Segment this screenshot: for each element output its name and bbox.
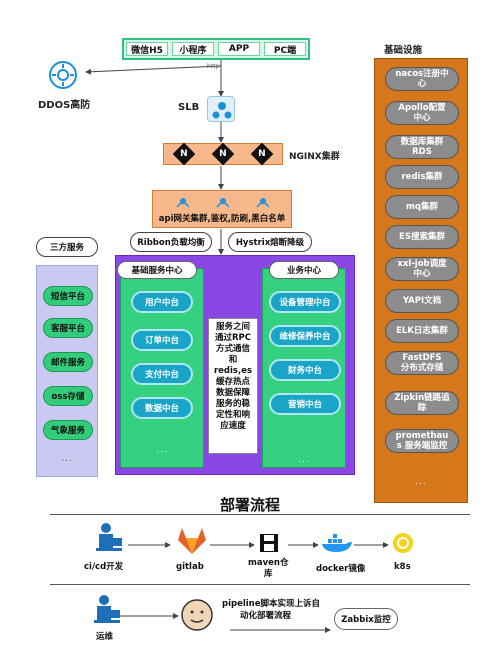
biz-center-title: 业务中心: [269, 261, 339, 279]
gitlab-label: gitlab: [176, 562, 204, 572]
infra-item: Zipkin链路追踪: [385, 391, 459, 415]
third-party-item: 邮件服务: [43, 352, 93, 372]
slb-label: SLB: [178, 102, 200, 113]
infra-item: redis集群: [385, 165, 459, 189]
jenkins-icon: [180, 598, 214, 632]
http-label: http: [207, 63, 220, 70]
k8s-icon: [392, 532, 414, 554]
nginx-cluster: N N N: [163, 142, 283, 166]
infra-item: ELK日志集群: [385, 319, 459, 343]
zabbix-label: Zabbix监控: [334, 608, 398, 630]
ops-person-icon: [92, 594, 122, 626]
third-party-more: ...: [61, 454, 73, 464]
biz-service-item: 维修保养中台: [269, 325, 341, 347]
biz-service-item: 设备管理中台: [269, 291, 341, 313]
maven-label: maven仓库: [248, 558, 289, 579]
infra-item: ES搜索集群: [385, 225, 459, 249]
infra-item: nacos注册中心: [385, 67, 459, 91]
base-service-item: 数据中台: [131, 397, 193, 419]
base-service-panel: 基础服务中心 用户中台 订单中台 支付中台 数据中台 ...: [117, 261, 204, 468]
infra-item: Apollo配置中心: [385, 101, 459, 125]
client-app: APP: [218, 42, 260, 56]
deploy-title: 部署流程: [219, 496, 280, 514]
base-center-more: ...: [156, 445, 168, 455]
ribbon-label: Ribbon负载均衡: [130, 232, 212, 252]
developer-icon: [94, 522, 124, 554]
api-gateway-cluster: api网关集群,鉴权,防刷,黑白名单: [152, 190, 292, 228]
third-party-item: 客服平台: [43, 318, 93, 338]
docker-icon: [320, 534, 354, 554]
nginx-label: NGINX集群: [289, 152, 340, 162]
infra-item: YAPI文档: [385, 289, 459, 313]
business-center-panel: 业务中心 设备管理中台 维修保养中台 财务中台 营销中台 ...: [262, 261, 346, 468]
gateway-node-icons: [176, 198, 270, 208]
base-service-item: 支付中台: [131, 363, 193, 385]
client-pc: PC端: [264, 42, 306, 56]
divider: [50, 514, 470, 515]
infra-more: ...: [415, 477, 427, 487]
base-service-item: 用户中台: [131, 291, 193, 313]
ops-label: 运维: [96, 632, 114, 642]
ddos-shield-icon: [46, 60, 80, 90]
maven-save-icon: [258, 532, 280, 554]
hystrix-label: Hystrix熔断降级: [228, 232, 312, 252]
biz-service-item: 营销中台: [269, 393, 341, 415]
divider: [50, 584, 470, 585]
nginx-icon: N: [211, 142, 235, 166]
biz-service-item: 财务中台: [269, 359, 341, 381]
nginx-icon: N: [172, 142, 195, 166]
third-party-item: 气象服务: [43, 420, 93, 440]
base-center-title: 基础服务中心: [117, 261, 197, 279]
gitlab-icon: [176, 526, 208, 556]
base-service-item: 订单中台: [131, 329, 193, 351]
third-party-panel: 短信平台 客服平台 邮件服务 oss存储 气象服务 ...: [36, 265, 98, 477]
third-party-item: oss存储: [43, 386, 93, 406]
nginx-icon: N: [250, 142, 274, 166]
client-bar: 微信H5 小程序 APP PC端: [122, 38, 310, 60]
cicd-label: ci/cd开发: [84, 562, 124, 572]
pipeline-label: pipeline脚本实现上诉自动化部署流程: [222, 599, 320, 621]
client-mini-program: 小程序: [172, 42, 214, 56]
slb-icon: [207, 96, 235, 122]
third-party-item: 短信平台: [43, 286, 93, 306]
infra-item: mq集群: [385, 195, 459, 219]
ddos-label: DDOS高防: [38, 100, 91, 111]
infra-title: 基础设施: [384, 45, 423, 56]
third-party-title: 三方服务: [36, 237, 98, 257]
docker-label: docker镜像: [316, 564, 366, 574]
infra-item: xxl-job调度中心: [385, 257, 459, 281]
gateway-label: api网关集群,鉴权,防刷,黑白名单: [158, 214, 286, 224]
k8s-label: k8s: [394, 562, 411, 572]
biz-center-more: ...: [298, 455, 310, 465]
client-wechat-h5: 微信H5: [126, 42, 168, 56]
